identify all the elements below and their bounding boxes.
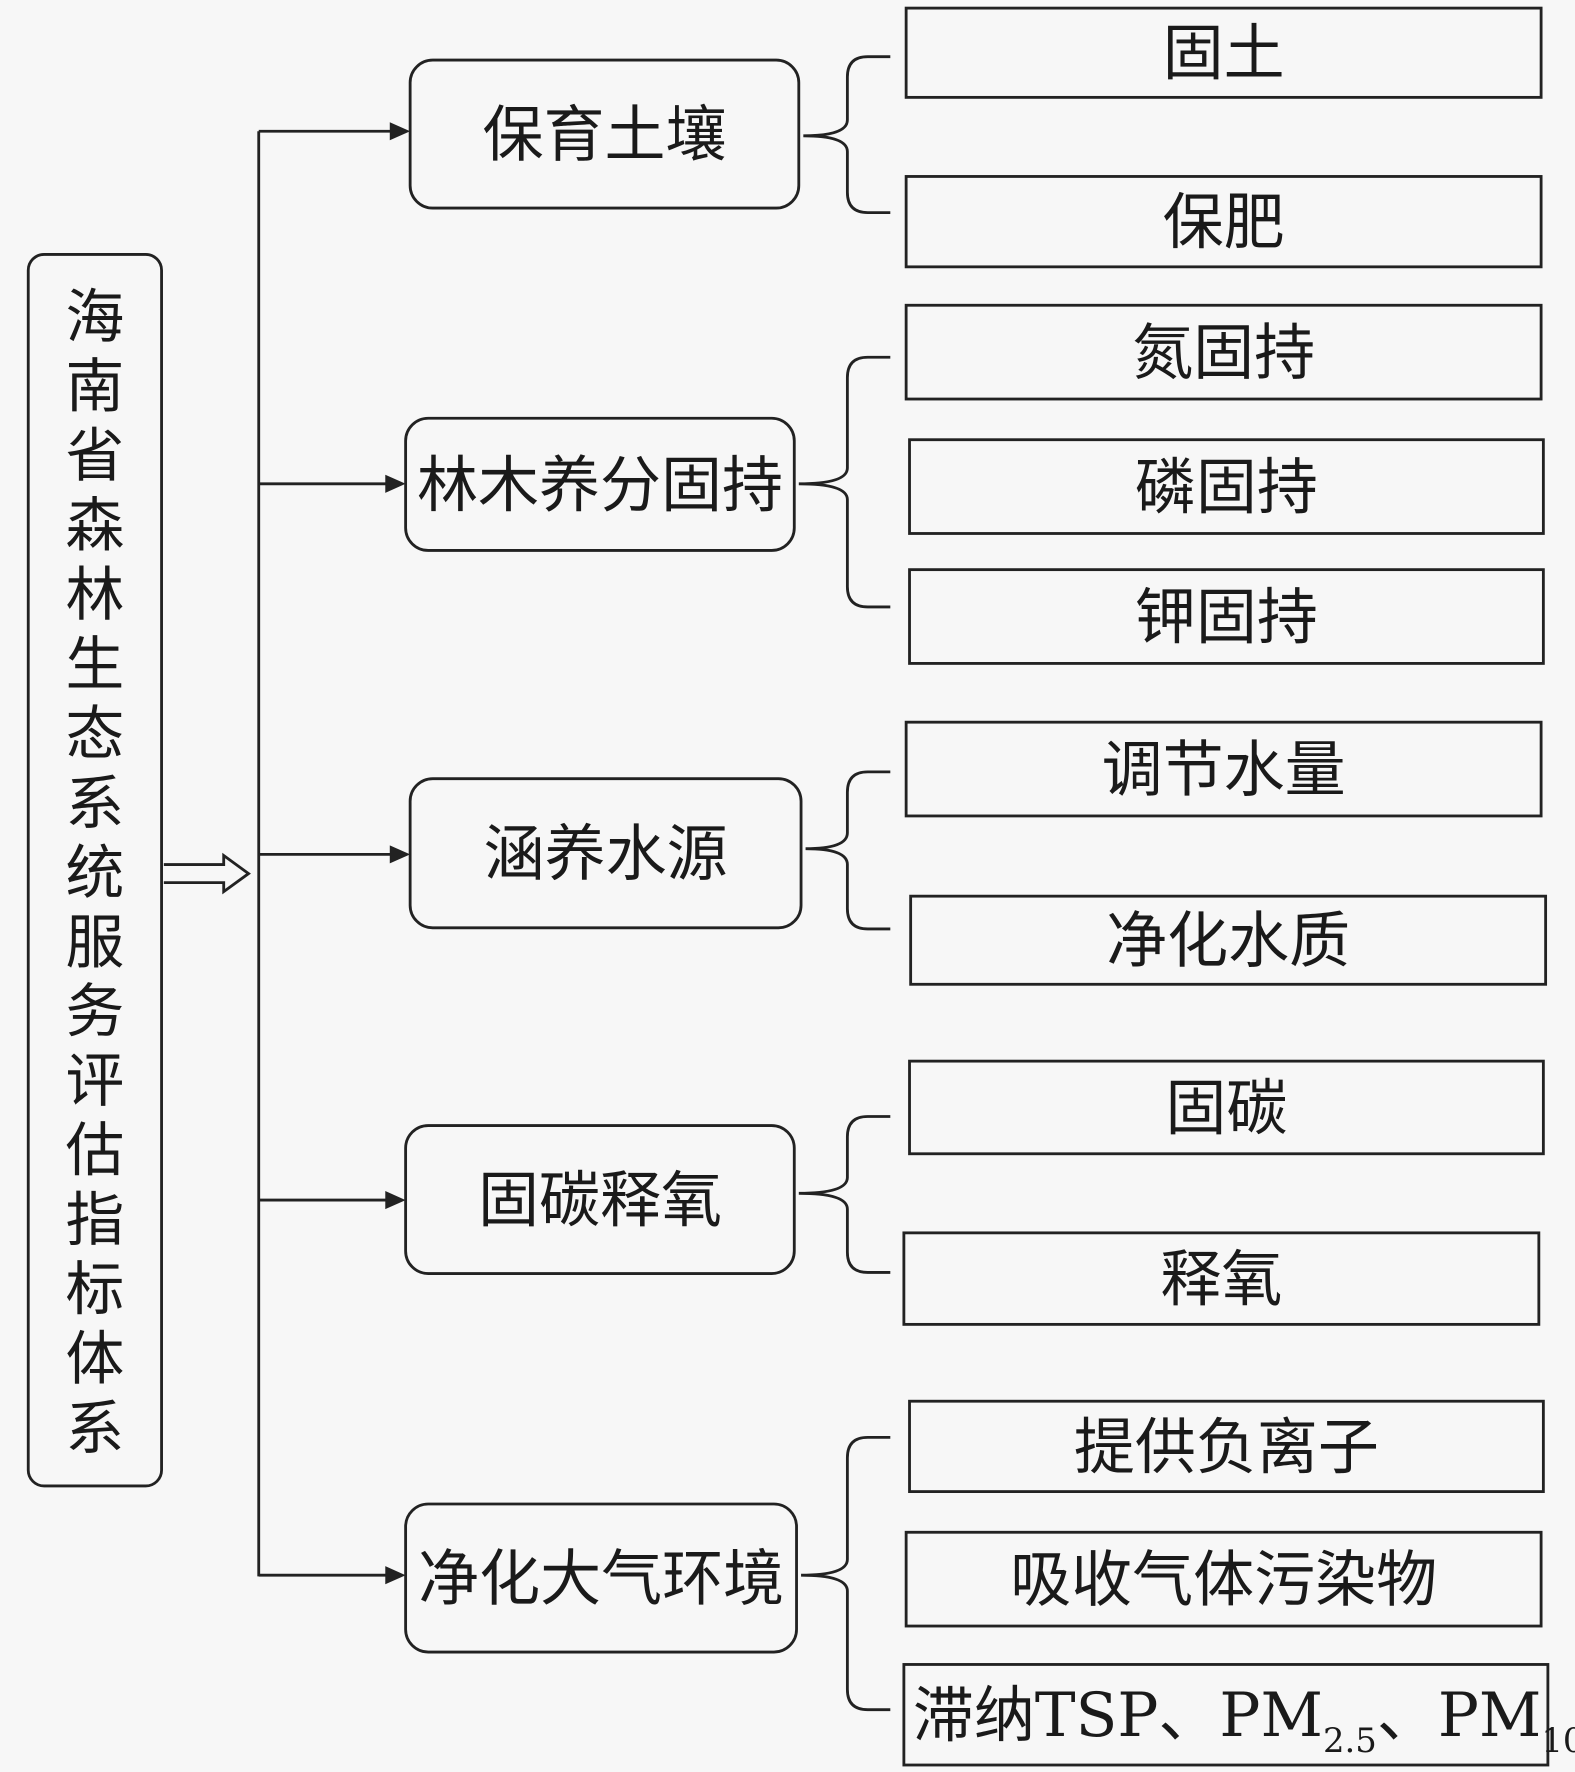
arrowhead	[385, 474, 406, 493]
indicator-item: 磷固持	[908, 438, 1545, 535]
indicator-box	[904, 1530, 1543, 1628]
indicator-label: 钾固持	[1135, 582, 1318, 653]
indicator-item: 滞纳TSP、PM2.5、PM10	[902, 1663, 1575, 1767]
indicator-box	[908, 438, 1545, 535]
indicator-box	[902, 1663, 1550, 1767]
arrowhead	[385, 1566, 406, 1585]
indicator-box	[908, 1399, 1545, 1494]
category-label: 涵养水源	[484, 819, 728, 890]
category-box	[408, 58, 801, 210]
indicator-label: 磷固持	[1135, 452, 1318, 523]
indicator-label: 固碳	[1165, 1073, 1287, 1144]
indicator-label: 调节水量	[1102, 735, 1346, 806]
category-label: 净化大气环境	[418, 1543, 784, 1614]
category-box	[404, 1124, 796, 1275]
indicator-item: 保肥	[904, 175, 1543, 269]
indicator-box	[902, 1231, 1541, 1326]
category-box	[408, 777, 803, 930]
category-label: 保育土壤	[482, 100, 726, 171]
indicator-label: 氮固持	[1132, 318, 1315, 389]
arrowhead	[389, 122, 411, 141]
indicator-item: 吸收气体污染物	[904, 1530, 1543, 1628]
indicator-box	[908, 568, 1545, 665]
root-label: 海南省森林生态系统服务评估指标体系	[66, 282, 125, 1463]
brace	[803, 55, 891, 215]
brace	[801, 1435, 891, 1712]
indicator-item: 净化水质	[909, 894, 1548, 986]
indicator-label: 吸收气体污染物	[1010, 1545, 1437, 1616]
indicator-box	[904, 303, 1543, 401]
indicator-label: 提供负离子	[1074, 1412, 1379, 1483]
brace	[805, 770, 891, 931]
indicator-box	[908, 1059, 1545, 1156]
category-label: 林木养分固持	[417, 450, 783, 521]
indicator-label: 保肥	[1163, 187, 1285, 258]
indicator-label: 净化水质	[1106, 906, 1350, 977]
indicator-box	[904, 720, 1543, 818]
indicator-item: 固碳	[908, 1059, 1545, 1156]
indicator-box	[904, 6, 1543, 99]
indicator-item: 释氧	[902, 1231, 1541, 1326]
indicator-label: 固土	[1163, 18, 1285, 89]
indicator-label: 滞纳TSP、PM2.5、PM10	[913, 1680, 1575, 1760]
category-box	[404, 416, 796, 552]
indicator-label: 释氧	[1160, 1244, 1282, 1315]
indicator-box	[909, 894, 1548, 986]
indicator-item: 调节水量	[904, 720, 1543, 818]
root-node: 海南省森林生态系统服务评估指标体系	[26, 253, 163, 1488]
indicator-item: 提供负离子	[908, 1399, 1545, 1494]
category-box	[404, 1502, 798, 1654]
arrowhead	[385, 1191, 406, 1210]
indicator-box	[904, 175, 1543, 269]
brace	[798, 1115, 891, 1274]
hollow-arrow	[163, 852, 251, 895]
brace	[798, 355, 891, 609]
indicator-item: 钾固持	[908, 568, 1545, 665]
indicator-item: 固土	[904, 6, 1543, 99]
category-label: 固碳释氧	[478, 1165, 722, 1236]
indicator-item: 氮固持	[904, 303, 1543, 401]
arrowhead	[389, 845, 411, 864]
